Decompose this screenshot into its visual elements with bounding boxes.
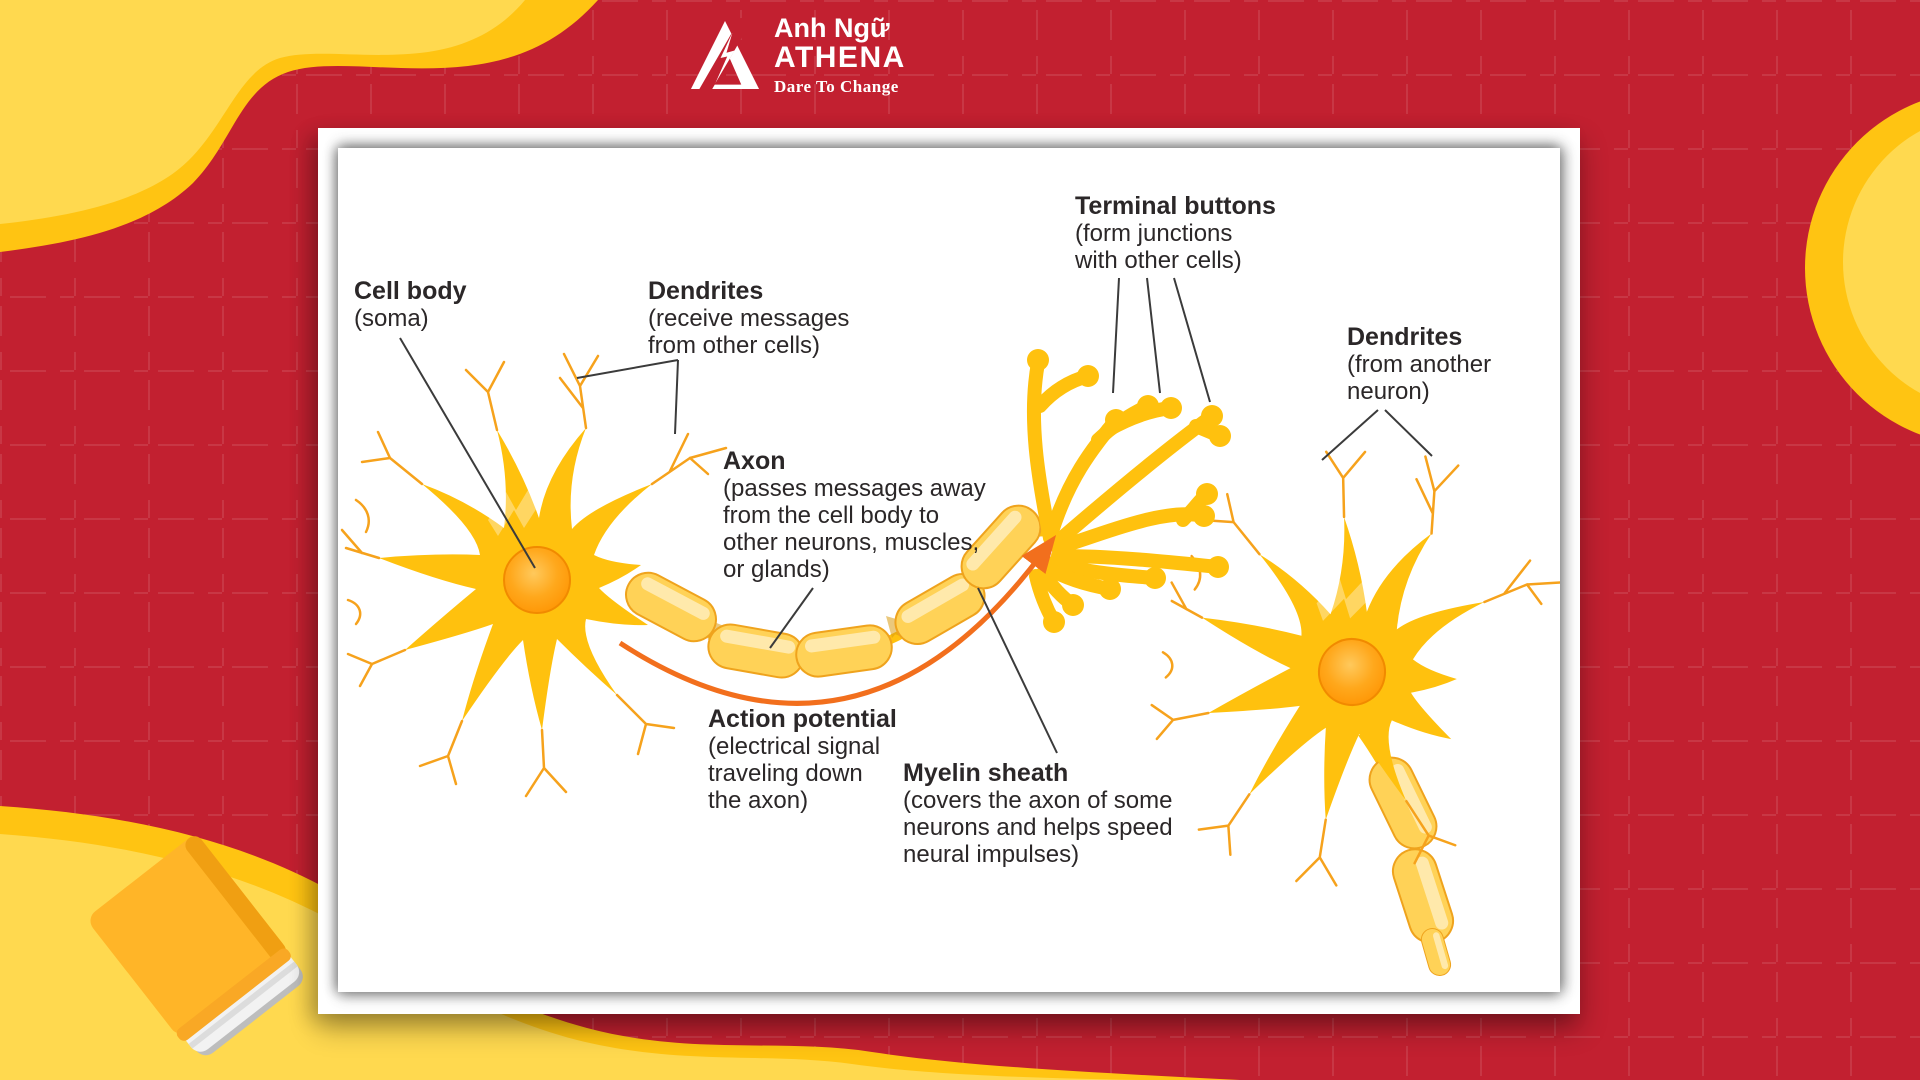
right-neuron-axon	[1358, 730, 1460, 979]
bottom-left-yellow-wave	[0, 806, 1240, 1080]
paper-card-back: Cell body (soma) Dendrites (receive mess…	[318, 128, 1580, 1014]
label-terminal-buttons-title: Terminal buttons	[1075, 192, 1276, 220]
paper-card-front: Cell body (soma) Dendrites (receive mess…	[338, 148, 1560, 992]
label-action-potential-desc: (electrical signal traveling down the ax…	[708, 733, 881, 814]
action-potential-arrow	[618, 535, 1057, 706]
label-terminal-buttons: Terminal buttons (form junctions with ot…	[1075, 192, 1276, 275]
label-axon: Axon (passes messages away from the cell…	[723, 447, 986, 584]
athena-logo: Anh Ngữ ATHENA Dare To Change	[688, 14, 906, 96]
label-cell-body-desc: (soma)	[354, 305, 429, 332]
logo-brand-top: Anh Ngữ	[774, 13, 890, 43]
logo-tagline: Dare To Change	[774, 76, 899, 96]
axon-myelin-chain	[617, 495, 1051, 683]
left-neuron	[340, 352, 728, 798]
label-dendrites-left-title: Dendrites	[648, 277, 764, 305]
book-illustration	[90, 836, 303, 1056]
label-dendrites-left-desc: (receive messages from other cells)	[648, 305, 850, 359]
top-left-yellow-blob	[0, 0, 598, 252]
label-dendrites-right: Dendrites (from another neuron)	[1347, 323, 1492, 406]
label-dendrites-right-desc: (from another neuron)	[1347, 351, 1492, 405]
label-dendrites-right-title: Dendrites	[1347, 323, 1463, 351]
label-axon-desc: (passes messages away from the cell body…	[723, 475, 986, 583]
athena-a-logo-icon	[690, 17, 760, 92]
athena-logo-text: Anh Ngữ ATHENA Dare To Change	[774, 14, 906, 96]
logo-brand-main: ATHENA	[774, 41, 906, 75]
right-neuron	[1115, 409, 1560, 924]
label-myelin-sheath-title: Myelin sheath	[903, 759, 1069, 787]
label-cell-body: Cell body (soma)	[354, 277, 467, 333]
terminal-buttons-cluster	[1026, 349, 1231, 633]
label-action-potential: Action potential (electrical signal trav…	[708, 705, 897, 815]
pointer-lines	[399, 277, 1433, 754]
label-axon-title: Axon	[723, 447, 786, 475]
label-myelin-sheath: Myelin sheath (covers the axon of some n…	[903, 759, 1173, 869]
label-terminal-buttons-desc: (form junctions with other cells)	[1075, 220, 1242, 274]
label-myelin-sheath-desc: (covers the axon of some neurons and hel…	[903, 787, 1173, 868]
label-dendrites-left: Dendrites (receive messages from other c…	[648, 277, 850, 360]
right-yellow-circle	[1805, 101, 1920, 435]
neuron-diagram	[340, 277, 1560, 979]
label-action-potential-title: Action potential	[708, 705, 897, 733]
label-cell-body-title: Cell body	[354, 277, 467, 305]
